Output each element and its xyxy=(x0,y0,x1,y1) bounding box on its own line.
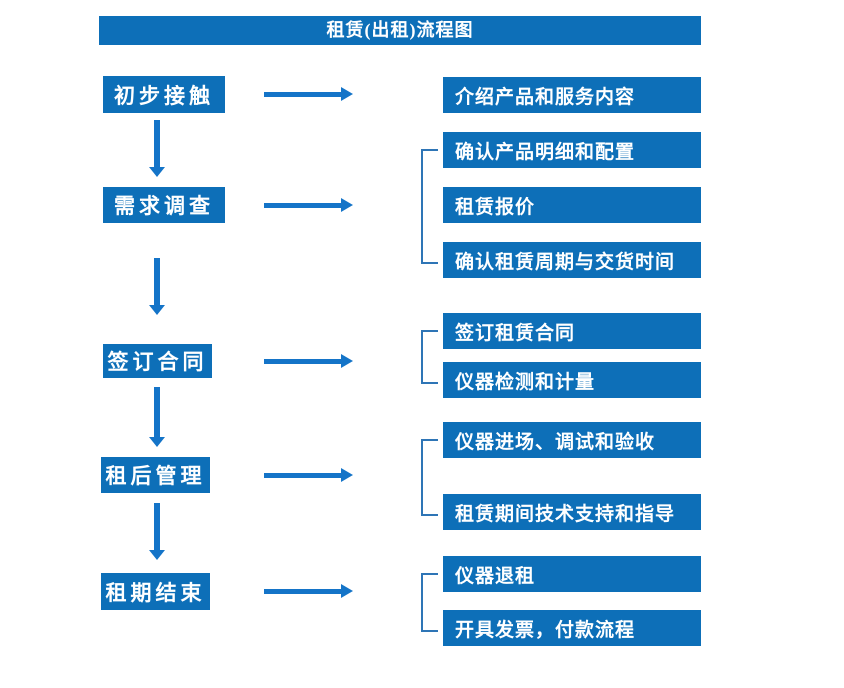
detail-box-instrument-entry-acceptance: 仪器进场、调试和验收 xyxy=(443,422,701,458)
detail-box-introduce-products: 介绍产品和服务内容 xyxy=(443,77,701,113)
detail-box-sign-rental-contract: 签订租赁合同 xyxy=(443,313,701,349)
detail-box-rental-quote: 租赁报价 xyxy=(443,187,701,223)
stage-box-demand-survey: 需求调查 xyxy=(103,187,225,223)
detail-box-confirm-product-config: 确认产品明细和配置 xyxy=(443,132,701,168)
right-arrow-icon xyxy=(264,468,353,482)
right-arrow-icon xyxy=(264,584,353,598)
down-arrow-icon xyxy=(149,387,165,447)
stage-box-sign-contract: 签订合同 xyxy=(103,344,212,378)
detail-box-instrument-testing: 仪器检测和计量 xyxy=(443,362,701,398)
right-arrow-icon xyxy=(264,87,353,101)
stage-box-initial-contact: 初步接触 xyxy=(103,76,225,113)
group-bracket-sign-contract xyxy=(421,330,438,384)
detail-box-instrument-return: 仪器退租 xyxy=(443,556,701,592)
down-arrow-icon xyxy=(149,503,165,560)
down-arrow-icon xyxy=(149,120,165,177)
flowchart-title: 租赁(出租)流程图 xyxy=(99,16,701,45)
right-arrow-icon xyxy=(264,198,353,212)
group-bracket-rental-end xyxy=(421,573,438,632)
right-arrow-icon xyxy=(264,354,353,368)
group-bracket-post-rental xyxy=(421,439,438,516)
stage-box-post-rental-management: 租后管理 xyxy=(101,457,210,493)
group-bracket-demand-survey xyxy=(421,149,438,264)
detail-box-technical-support: 租赁期间技术支持和指导 xyxy=(443,494,701,530)
down-arrow-icon xyxy=(149,258,165,315)
detail-box-invoice-payment: 开具发票，付款流程 xyxy=(443,610,701,646)
stage-box-rental-end: 租期结束 xyxy=(101,573,210,610)
detail-box-confirm-period-delivery: 确认租赁周期与交货时间 xyxy=(443,242,701,278)
